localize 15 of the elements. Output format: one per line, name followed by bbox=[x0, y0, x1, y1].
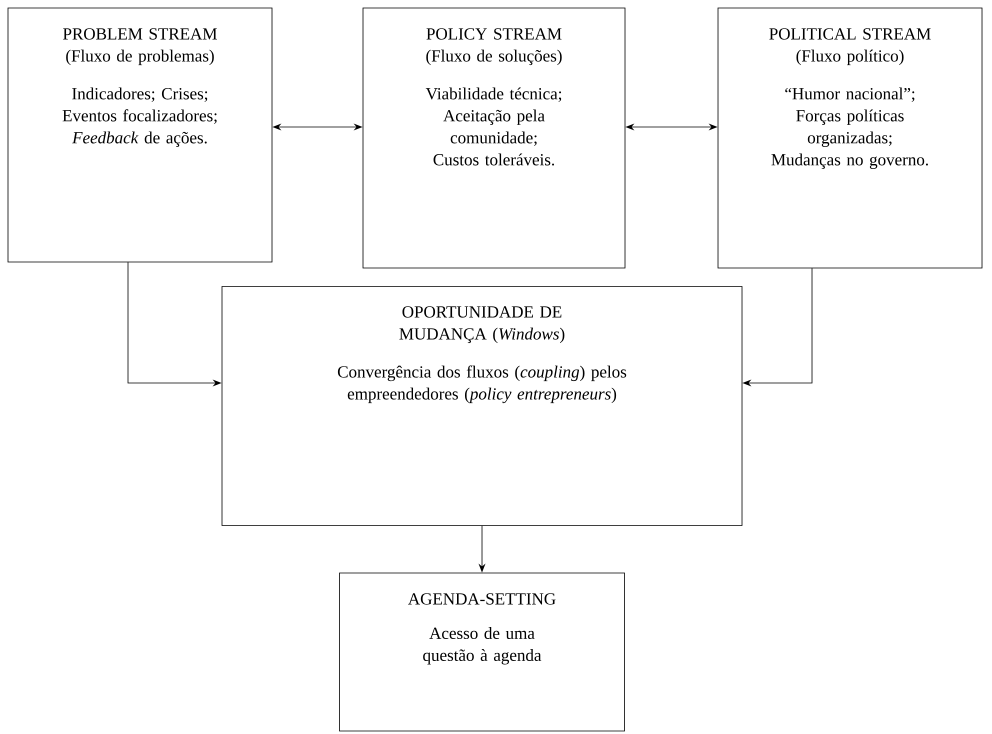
box-text: Convergência dos fluxos (coupling) pelos empreendedores (policy entrepreneurs) bbox=[338, 365, 626, 404]
box-text: Acesso de uma questão à agenda bbox=[423, 627, 542, 664]
stream-box bbox=[339, 572, 625, 732]
stream-box bbox=[8, 8, 272, 262]
box-heading: POLITICAL STREAM (Fluxo político) bbox=[769, 28, 931, 66]
stream-box bbox=[718, 8, 982, 268]
box-text: “Humor nacional”; Forças políticas organizadas; Mudanças no governo. bbox=[771, 87, 928, 169]
box-text: Viabilidade técnica; Aceitação pela comunidade; Custos toleráveis. bbox=[426, 87, 562, 166]
box-heading: PROBLEM STREAM (Fluxo de problemas) bbox=[63, 28, 217, 66]
stream-box bbox=[362, 8, 626, 268]
box-heading: AGENDA-SETTING bbox=[408, 593, 556, 605]
box-heading: POLICY STREAM (Fluxo de soluções) bbox=[426, 28, 562, 66]
box-text: Indicadores; Crises; Eventos focalizadores; Feedback de ações. bbox=[62, 87, 217, 147]
stream-box bbox=[222, 286, 742, 526]
box-heading: OPORTUNIDADE DE MUDANÇA (Windows) bbox=[399, 306, 564, 344]
